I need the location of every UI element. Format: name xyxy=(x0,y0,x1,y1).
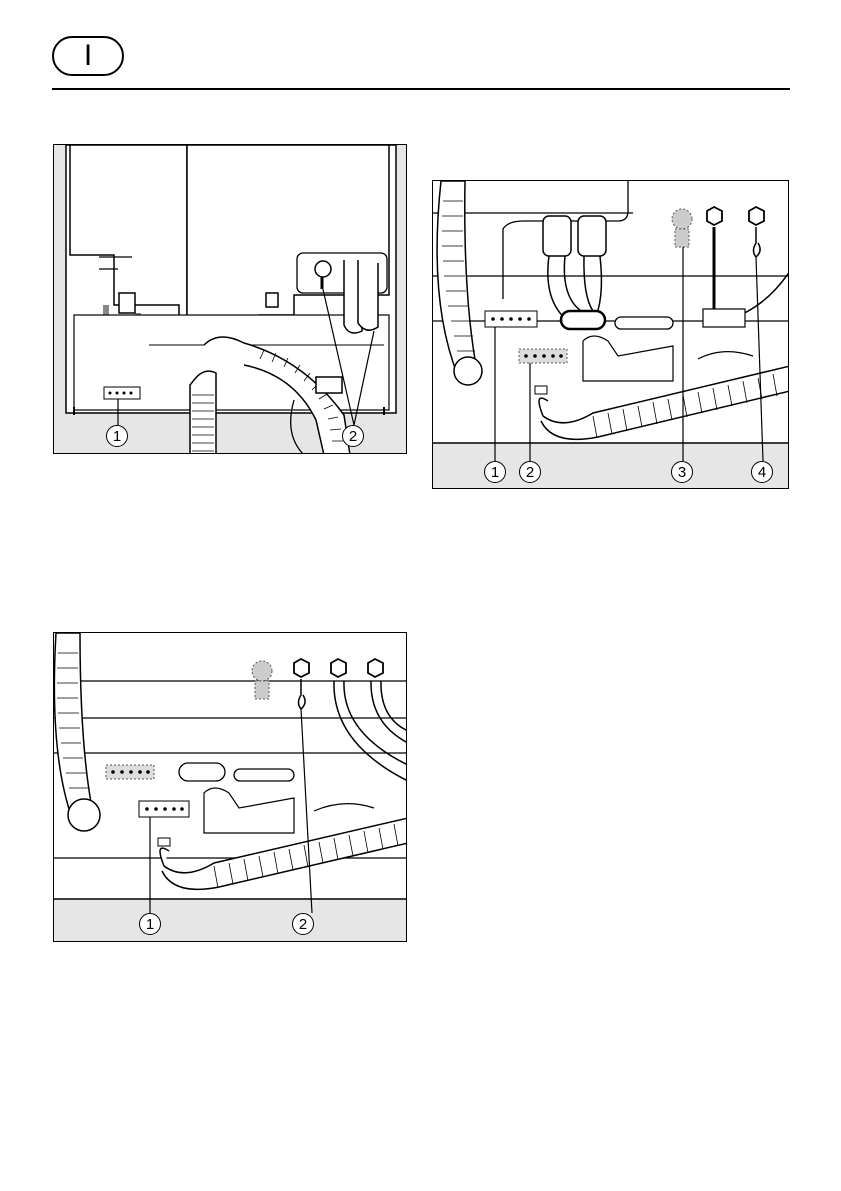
back-view-drawing xyxy=(54,145,407,454)
callout-2: 2 xyxy=(292,913,314,935)
figure-connections-variant: 1 2 xyxy=(53,632,407,942)
figure-back-view: 1 2 xyxy=(53,144,407,454)
callout-4: 4 xyxy=(751,461,773,483)
callout-1: 1 xyxy=(139,913,161,935)
callout-3: 3 xyxy=(671,461,693,483)
connections-variant-drawing xyxy=(54,633,407,942)
header-rule xyxy=(52,88,790,90)
callout-1: 1 xyxy=(484,461,506,483)
callout-1: 1 xyxy=(106,425,128,447)
callout-2: 2 xyxy=(342,425,364,447)
country-code: I xyxy=(84,39,92,73)
connections-detail-drawing xyxy=(433,181,789,489)
figure-connections-detail: 1 2 3 4 xyxy=(432,180,789,489)
country-code-badge: I xyxy=(52,36,124,76)
callout-2: 2 xyxy=(519,461,541,483)
